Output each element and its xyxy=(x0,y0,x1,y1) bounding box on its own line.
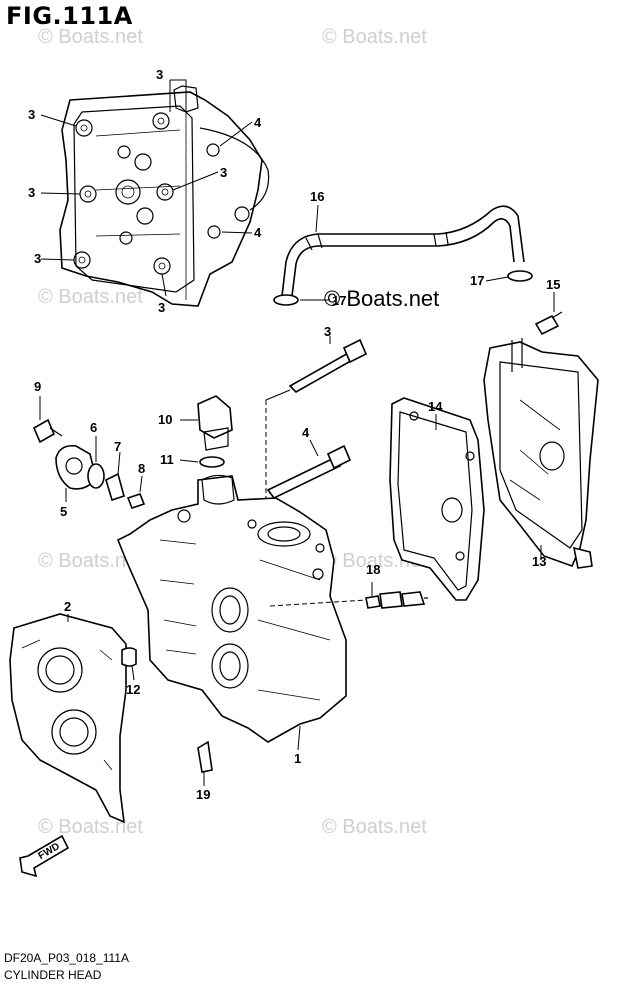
leader-lines-top xyxy=(40,79,253,297)
head-gasket xyxy=(9,613,127,824)
callout-3: 3 xyxy=(220,165,228,180)
callout-3: 3 xyxy=(34,251,42,266)
callout-4: 4 xyxy=(302,425,310,440)
head-bolt-long xyxy=(288,338,368,393)
head-bolt-short xyxy=(266,444,352,500)
fwd-arrow-icon xyxy=(19,834,70,878)
callout-12: 12 xyxy=(126,682,141,697)
callout-3: 3 xyxy=(156,67,164,82)
thermostat-cover xyxy=(55,444,97,490)
thermostat xyxy=(105,472,125,502)
diagram-code: DF20A_P03_018_111A xyxy=(4,951,129,965)
callout-3: 3 xyxy=(28,107,36,122)
callout-8: 8 xyxy=(138,461,146,476)
watermark: © Boats.net xyxy=(38,550,143,572)
hose xyxy=(281,205,525,297)
watermark-center: © Boats.net xyxy=(324,286,440,311)
callout-2: 2 xyxy=(64,599,72,614)
callout-19: 19 xyxy=(196,787,211,802)
callout-10: 10 xyxy=(158,412,173,427)
bolt-8 xyxy=(126,493,146,509)
callout-16: 16 xyxy=(310,189,325,204)
dowel-pin xyxy=(121,647,137,667)
hose-clamp xyxy=(507,270,533,282)
watermark: © Boats.net xyxy=(322,816,427,838)
watermark: © Boats.net xyxy=(38,286,143,308)
callout-17: 17 xyxy=(470,273,485,288)
callout-17: 17 xyxy=(332,293,347,308)
figure-title: FIG.111A xyxy=(6,2,133,30)
callout-4: 4 xyxy=(254,115,262,130)
callout-15: 15 xyxy=(546,277,561,292)
bolt-9 xyxy=(32,418,63,444)
thermostat-cap xyxy=(197,395,233,451)
callout-3: 3 xyxy=(324,324,332,339)
callout-18: 18 xyxy=(366,562,381,577)
callout-14: 14 xyxy=(428,399,443,414)
diagram-name: CYLINDER HEAD xyxy=(4,968,102,982)
watermark: © Boats.net xyxy=(38,26,143,48)
callout-3: 3 xyxy=(158,300,166,315)
o-ring xyxy=(199,456,225,468)
callout-1: 1 xyxy=(294,751,302,766)
callout-7: 7 xyxy=(114,439,122,454)
watermark: © Boats.net xyxy=(322,26,427,48)
callout-5: 5 xyxy=(60,504,68,519)
callout-13: 13 xyxy=(532,554,547,569)
watermark: © Boats.net xyxy=(38,816,143,838)
gasket-ring xyxy=(87,463,105,489)
spark-plug xyxy=(365,591,428,609)
callout-6: 6 xyxy=(90,420,98,435)
callout-11: 11 xyxy=(160,452,174,467)
bolt-15 xyxy=(534,311,563,336)
cylinder-head-top-view xyxy=(59,85,270,307)
pin-19 xyxy=(197,740,213,773)
cylinder-head-main xyxy=(116,474,347,743)
callout-9: 9 xyxy=(34,379,42,394)
callout-3: 3 xyxy=(28,185,36,200)
callout-4: 4 xyxy=(254,225,262,240)
cylinder-head-cover xyxy=(483,338,599,569)
cover-gasket xyxy=(389,397,485,601)
hose-clamp xyxy=(273,294,299,306)
